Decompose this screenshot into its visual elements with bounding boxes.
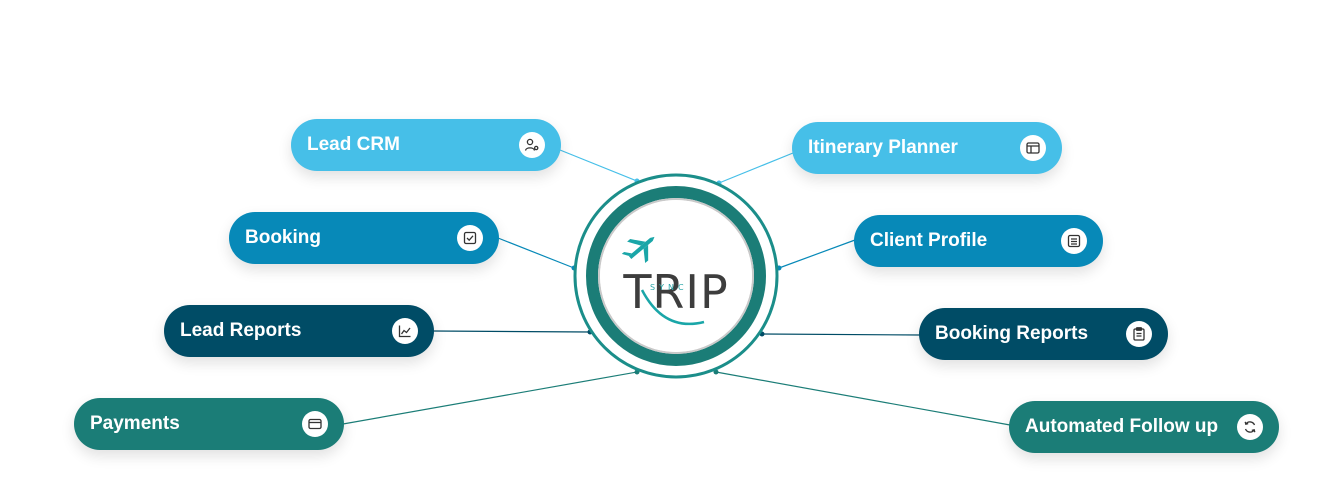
airplane-icon <box>621 236 655 264</box>
map-card-icon <box>1020 135 1046 161</box>
logo-subword: SYNC <box>650 283 688 292</box>
lead-crm-button[interactable]: Lead CRM <box>291 119 561 171</box>
swoosh-icon <box>640 289 705 326</box>
payments-button[interactable]: Payments <box>74 398 344 450</box>
connector-lead-reports <box>432 330 591 333</box>
itinerary-planner-button[interactable]: Itinerary Planner <box>792 122 1062 174</box>
lead-reports-label: Lead Reports <box>180 320 302 341</box>
booking-label: Booking <box>245 227 321 248</box>
line-chart-icon <box>392 318 418 344</box>
wallet-icon <box>302 411 328 437</box>
automated-follow-up-label: Automated Follow up <box>1025 416 1219 437</box>
lead-crm-label: Lead CRM <box>307 134 400 155</box>
booking-reports-button[interactable]: Booking Reports <box>919 308 1168 360</box>
connector-booking-reports <box>761 333 921 336</box>
booking-reports-label: Booking Reports <box>935 323 1089 344</box>
refresh-icon <box>1237 414 1263 440</box>
lead-reports-button[interactable]: Lead Reports <box>164 305 434 357</box>
checkbox-icon <box>457 225 483 251</box>
connector-client-profile <box>778 239 856 269</box>
user-gear-icon <box>519 132 545 158</box>
connector-followup <box>715 371 1011 426</box>
profile-card-icon <box>1061 228 1087 254</box>
booking-button[interactable]: Booking <box>229 212 499 264</box>
trip-sync-hub: TRIP SYNC <box>572 172 780 380</box>
connector-lead-crm <box>559 149 638 182</box>
client-profile-button[interactable]: Client Profile <box>854 215 1103 267</box>
itinerary-planner-label: Itinerary Planner <box>808 137 958 158</box>
connector-booking <box>497 237 575 269</box>
automated-follow-up-button[interactable]: Automated Follow up <box>1009 401 1279 453</box>
hub-rings <box>573 173 779 379</box>
connector-itinerary <box>718 152 794 184</box>
payments-label: Payments <box>90 413 180 434</box>
client-profile-label: Client Profile <box>870 230 988 251</box>
connector-payments <box>342 371 638 425</box>
clipboard-icon <box>1126 321 1152 347</box>
